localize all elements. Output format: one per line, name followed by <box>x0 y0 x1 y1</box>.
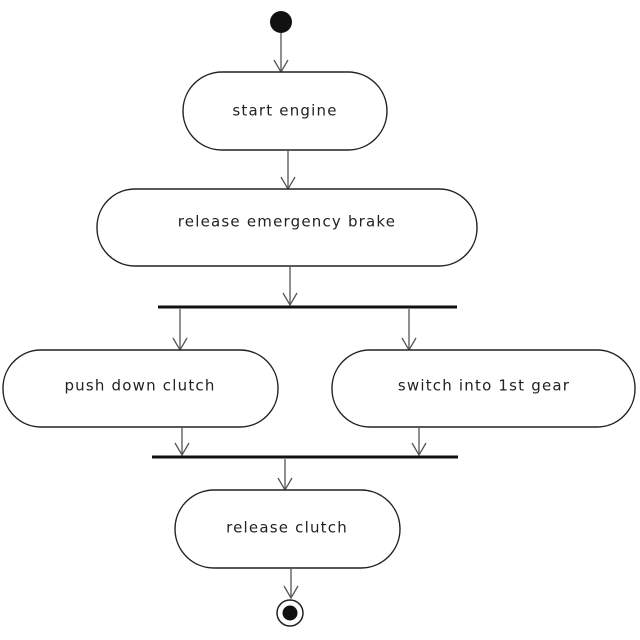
edge-push-clutch-to-join <box>174 427 190 457</box>
action-release-clutch: release clutch <box>174 489 401 569</box>
edge-release-clutch-to-final <box>283 568 299 600</box>
action-start-engine-label: start engine <box>232 102 337 120</box>
edge-fork-to-switch-gear <box>401 309 417 352</box>
action-release-emergency-brake-label: release emergency brake <box>178 213 396 231</box>
action-push-down-clutch-label: push down clutch <box>64 377 215 395</box>
final-node <box>276 599 304 627</box>
edge-join-to-release-clutch <box>277 459 293 492</box>
action-release-emergency-brake: release emergency brake <box>96 188 478 267</box>
edge-release-brake-to-fork <box>282 266 298 307</box>
action-release-clutch-label: release clutch <box>226 519 348 537</box>
action-switch-into-1st-gear-label: switch into 1st gear <box>398 377 570 395</box>
edge-initial-to-start-engine <box>273 33 289 74</box>
action-switch-into-1st-gear: switch into 1st gear <box>331 349 636 428</box>
initial-node <box>270 11 292 33</box>
action-start-engine: start engine <box>182 71 388 151</box>
edge-start-engine-to-release-brake <box>280 150 296 191</box>
edge-switch-gear-to-join <box>411 427 427 457</box>
edge-fork-to-push-clutch <box>172 309 188 352</box>
action-push-down-clutch: push down clutch <box>2 349 279 428</box>
